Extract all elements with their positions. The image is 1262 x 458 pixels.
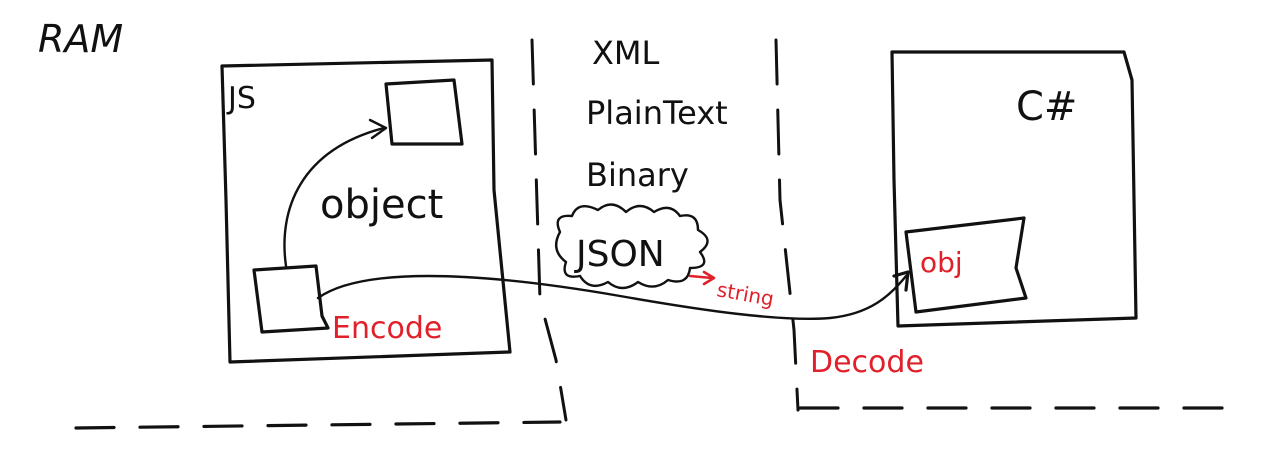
flow-line [316, 274, 908, 320]
obj-box [904, 216, 1028, 314]
decode-label: Decode [810, 345, 924, 380]
ram-label: RAM [38, 17, 123, 61]
object-arrow [283, 126, 386, 268]
csharp-label: C# [1016, 84, 1077, 130]
format-plaintext: PlainText [586, 94, 728, 132]
string-label: string [715, 277, 776, 311]
encode-label: Encode [332, 311, 442, 346]
json-cloud [554, 203, 709, 290]
js-label: JS [226, 81, 256, 116]
object-source-box [252, 264, 330, 334]
flow-arrow-head [892, 270, 910, 292]
object-target-box [384, 78, 464, 146]
ram-baseline-left [74, 420, 562, 430]
object-arrow-head [368, 118, 388, 140]
format-xml: XML [592, 34, 660, 72]
format-binary: Binary [586, 156, 689, 194]
json-label: JSON [574, 234, 665, 275]
obj-label: obj [920, 246, 963, 279]
object-label: object [320, 182, 443, 228]
boundary-left [530, 38, 568, 422]
boundary-right [774, 38, 800, 412]
string-arrow [688, 270, 716, 286]
csharp-box [890, 50, 1138, 328]
js-box [220, 58, 512, 364]
